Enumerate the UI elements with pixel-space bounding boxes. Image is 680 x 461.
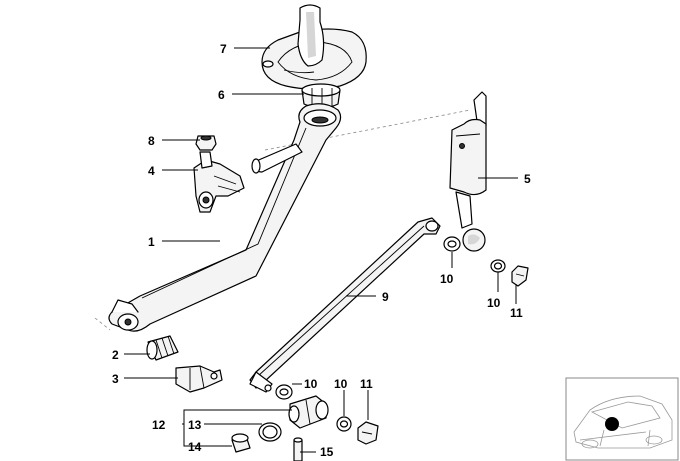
washer-upper-right[interactable] xyxy=(490,259,506,273)
car-location-icon[interactable] xyxy=(565,377,679,461)
callout-1: 1 xyxy=(148,235,155,249)
assembly-guide-line xyxy=(94,317,111,331)
shift-boot[interactable] xyxy=(261,4,367,90)
circlip-upper[interactable] xyxy=(511,265,529,287)
hex-nut[interactable] xyxy=(195,135,217,151)
shift-bushing[interactable] xyxy=(301,83,341,110)
callout-3: 3 xyxy=(112,372,119,386)
selector-link-rod[interactable] xyxy=(249,217,441,393)
callout-11-upper: 11 xyxy=(510,306,523,320)
callout-labels: 7 6 8 4 5 1 10 10 11 9 2 3 10 10 11 12 1… xyxy=(112,42,531,459)
location-marker xyxy=(605,417,619,431)
support-bracket[interactable] xyxy=(193,151,245,213)
callout-6: 6 xyxy=(218,88,225,102)
callout-13: 13 xyxy=(188,418,202,432)
leader-lines xyxy=(124,47,518,453)
callout-4: 4 xyxy=(148,164,155,178)
callout-10-lower-left: 10 xyxy=(304,377,318,391)
callout-8: 8 xyxy=(148,134,155,148)
guide-sleeve[interactable] xyxy=(288,395,329,429)
callout-12: 12 xyxy=(152,418,166,432)
pin[interactable] xyxy=(293,437,303,461)
washer-upper-left[interactable] xyxy=(443,236,461,252)
callout-10-upper-left: 10 xyxy=(440,272,454,286)
ball-cup[interactable] xyxy=(146,335,179,361)
small-bushing[interactable] xyxy=(231,433,251,453)
assembly-guide-line xyxy=(264,109,471,151)
callout-7: 7 xyxy=(220,42,227,56)
retaining-bracket[interactable] xyxy=(175,365,223,393)
callout-14: 14 xyxy=(188,440,202,454)
shift-lever-console[interactable] xyxy=(108,103,342,332)
callout-11-lower: 11 xyxy=(360,377,373,391)
circlip-lower[interactable] xyxy=(357,421,379,445)
callout-9: 9 xyxy=(382,290,389,304)
callout-5: 5 xyxy=(524,172,531,186)
callout-10-upper-right: 10 xyxy=(487,296,501,310)
selector-rod[interactable] xyxy=(449,91,487,252)
o-ring[interactable] xyxy=(258,422,282,442)
washer-lower-right[interactable] xyxy=(336,416,352,432)
washer-lower-left[interactable] xyxy=(275,384,293,400)
callout-2: 2 xyxy=(112,348,119,362)
callout-10-lower-right: 10 xyxy=(334,377,348,391)
callout-15: 15 xyxy=(320,445,334,459)
